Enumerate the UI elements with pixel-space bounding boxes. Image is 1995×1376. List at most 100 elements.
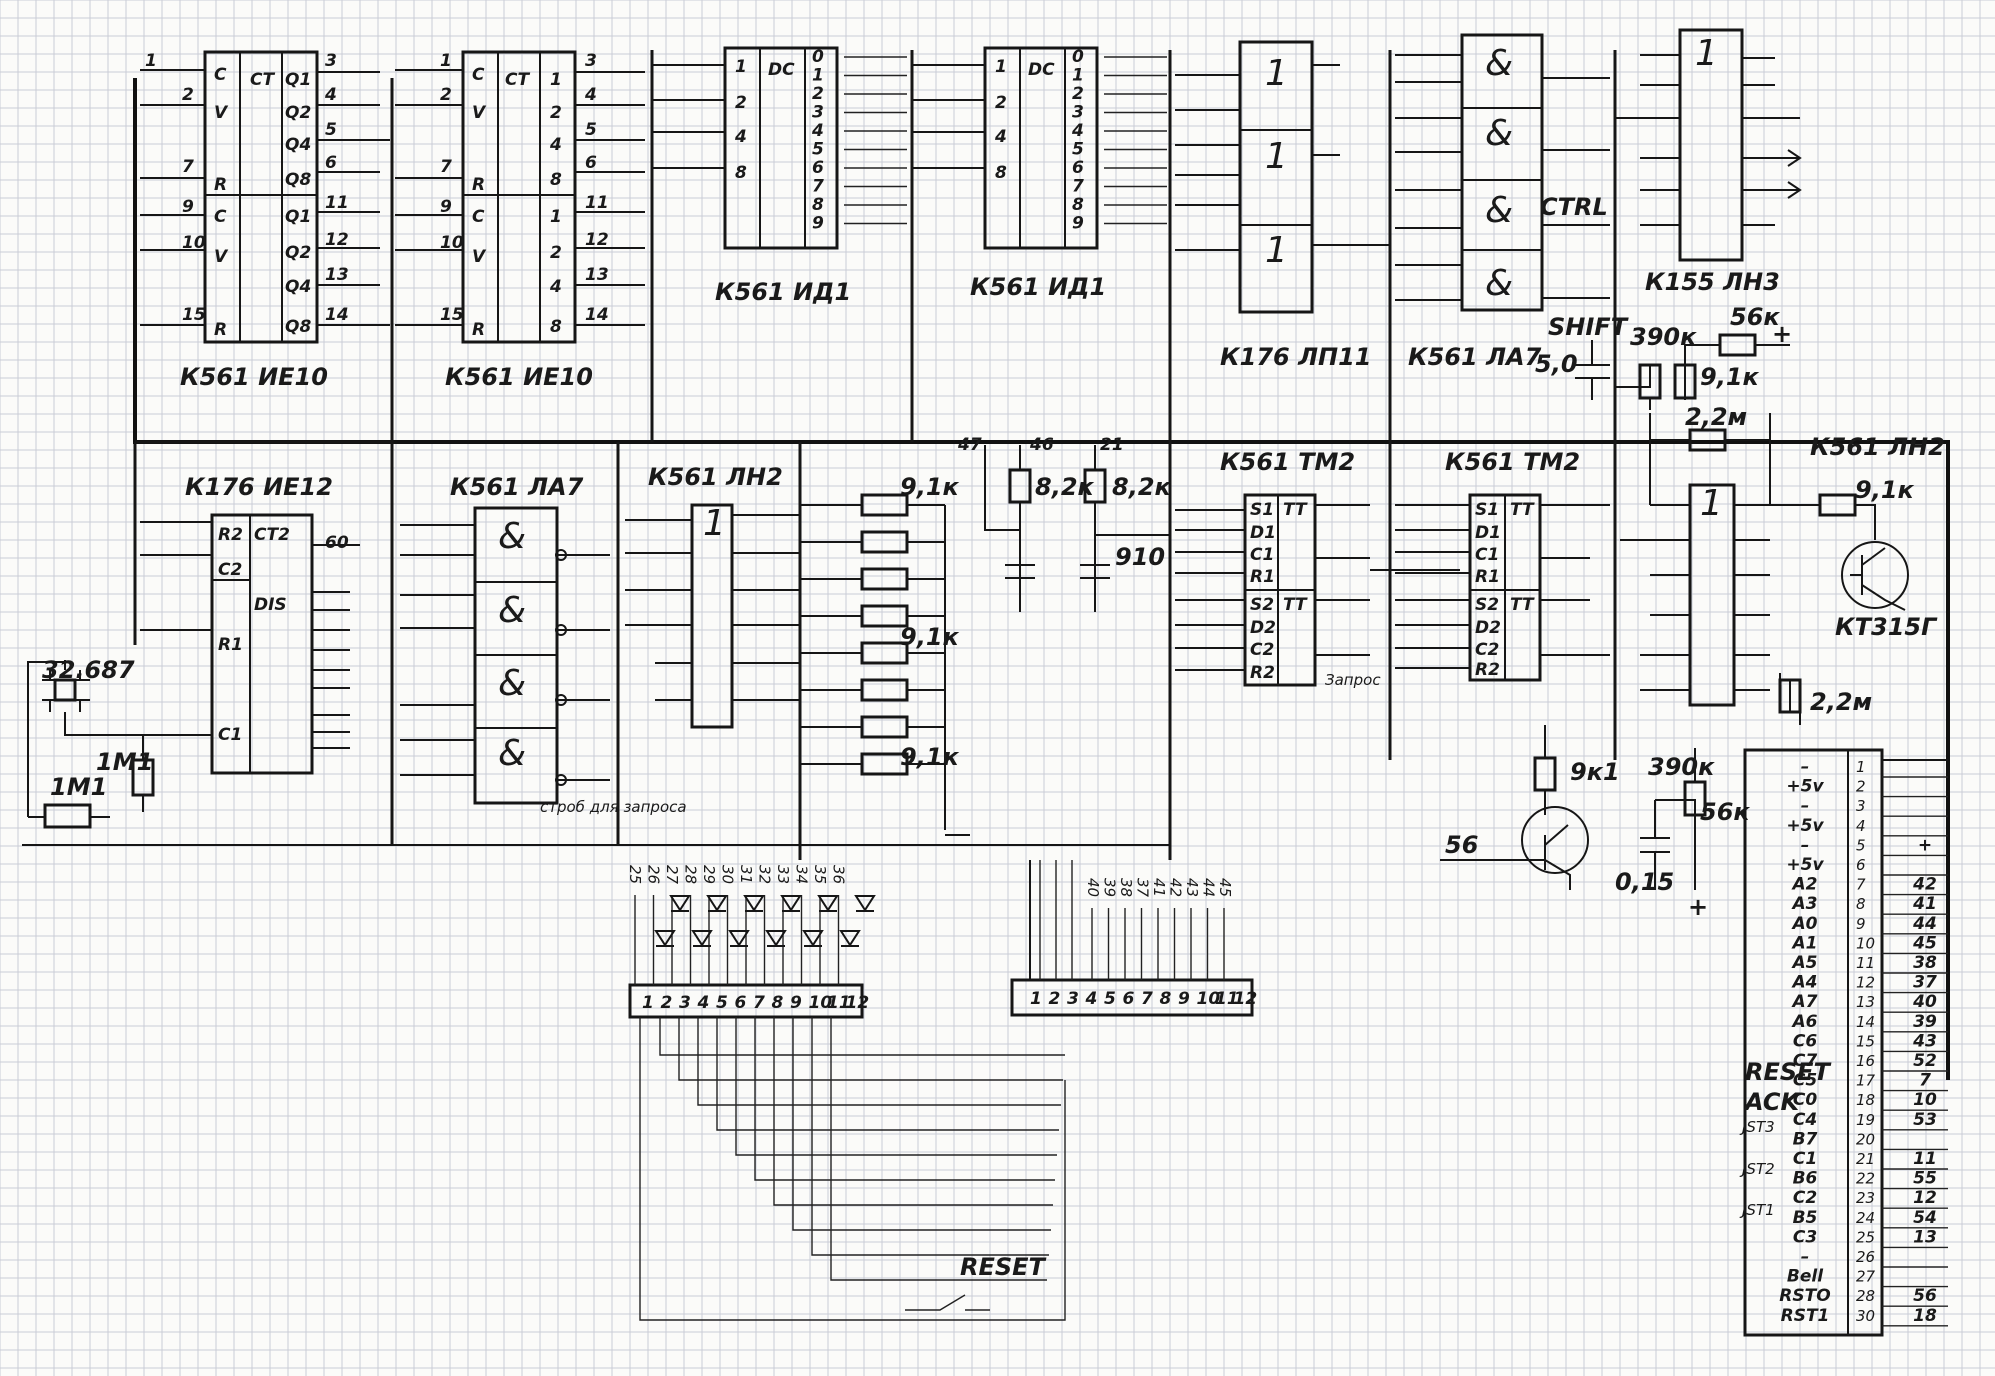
header-signal: C7 bbox=[1793, 1051, 1817, 1071]
r-56k: 56к bbox=[1730, 303, 1780, 331]
header-pin-number: 20 bbox=[1856, 1130, 1875, 1148]
led-diode bbox=[854, 895, 876, 912]
ie10-2-in-r2: R bbox=[472, 320, 485, 340]
ie10-2-pin-r7: 14 bbox=[585, 305, 609, 325]
id1-1-name: К561 ИД1 bbox=[715, 278, 851, 306]
chip-lp11: 1 1 1 К176 ЛП11 bbox=[1175, 40, 1390, 371]
ladder-r-1: 9,1к bbox=[900, 473, 960, 501]
header-net: 39 bbox=[1913, 1012, 1937, 1032]
reset-switch[interactable]: RESET bbox=[905, 1253, 1047, 1311]
decoder-output: 4 bbox=[811, 121, 824, 141]
ladder-r-2: 9,1к bbox=[900, 623, 960, 651]
header-signal: – bbox=[1801, 1247, 1810, 1267]
key-connector-pin: 4 bbox=[1085, 989, 1098, 1009]
decoder-output: 5 bbox=[1072, 140, 1084, 160]
led-net-label: 33 bbox=[774, 865, 792, 884]
id1-1-in-2: 4 bbox=[734, 127, 747, 147]
decoder-output: 0 bbox=[1072, 47, 1084, 67]
tm2-1-d1: D1 bbox=[1250, 523, 1276, 543]
decoder-output: 4 bbox=[1071, 121, 1084, 141]
decoder-output: 1 bbox=[1072, 66, 1084, 86]
header-net: 55 bbox=[1913, 1169, 1937, 1189]
net-46: 46 bbox=[1029, 435, 1054, 455]
header-signal: A3 bbox=[1791, 894, 1818, 914]
header-pin-number: 15 bbox=[1856, 1032, 1875, 1050]
key-net-label: 40 bbox=[1084, 878, 1102, 897]
header-signal: +5v bbox=[1786, 777, 1824, 797]
ie10-2-out-3: 8 bbox=[550, 170, 562, 190]
header-signal: +5v bbox=[1786, 855, 1824, 875]
ie10-2-out-6: 4 bbox=[549, 277, 562, 297]
key-connector-pin: 6 bbox=[1123, 989, 1135, 1009]
ie10-2-out-0: 1 bbox=[550, 70, 562, 90]
led-diode bbox=[839, 930, 861, 947]
decoder-output: 0 bbox=[812, 47, 824, 67]
cap-015: 0,15 bbox=[1615, 868, 1674, 896]
header-pin-number: 4 bbox=[1856, 817, 1866, 835]
key-connector-pin: 9 bbox=[1178, 989, 1190, 1009]
ie10-2-pin-l0: 1 bbox=[440, 51, 452, 71]
oscillator-circuit: 32.687 1М1 1М1 bbox=[27, 656, 212, 829]
ie10-2-in-c2: C bbox=[472, 207, 485, 227]
ie10-2-out-4: 1 bbox=[550, 207, 562, 227]
reset-label: RESET bbox=[960, 1253, 1047, 1281]
led-diode bbox=[728, 930, 750, 947]
led-diode bbox=[706, 895, 728, 912]
header-pin-number: 11 bbox=[1856, 954, 1875, 972]
tm2-2-c2: C2 bbox=[1475, 640, 1499, 660]
header-net: 45 bbox=[1912, 933, 1937, 953]
ln2-right-gate: 1 bbox=[1700, 483, 1723, 524]
header-pin-number: 1 bbox=[1856, 758, 1866, 776]
led-net-label: 25 bbox=[626, 865, 644, 884]
header-side-jst2: JST2 bbox=[1739, 1160, 1775, 1178]
key-connector-pin: 7 bbox=[1141, 989, 1153, 1009]
key-net-label: 41 bbox=[1150, 878, 1168, 897]
ie10-1-name: К561 ИЕ10 bbox=[180, 363, 328, 391]
ie10-2-pin-l1: 2 bbox=[440, 85, 452, 105]
header-side-jst3: JST3 bbox=[1739, 1118, 1775, 1136]
lp11-gate-3: 1 bbox=[1265, 230, 1288, 271]
ie10-2-in-v2: V bbox=[472, 247, 487, 267]
led-wire bbox=[735, 1017, 1057, 1156]
decoder-output: 3 bbox=[812, 103, 824, 123]
ie10-2-pin-r4: 11 bbox=[585, 193, 609, 213]
led-connector-pin: 11 bbox=[827, 993, 851, 1013]
tm2-2-r1: R1 bbox=[1475, 567, 1500, 587]
tm2-1-r1: R1 bbox=[1250, 567, 1275, 587]
led-connector-pin: 4 bbox=[697, 993, 710, 1013]
ie12-out-60: 60 bbox=[325, 533, 349, 553]
led-connector-pin: 7 bbox=[753, 993, 765, 1013]
ie10-1-in-r2: R bbox=[214, 320, 227, 340]
decoder-output: 9 bbox=[812, 214, 824, 234]
key-connector-pin: 8 bbox=[1160, 989, 1172, 1009]
header-net: 10 bbox=[1913, 1090, 1937, 1110]
chip-la7-top: & & & & CTRL SHIFT К561 ЛА7 bbox=[1395, 33, 1629, 371]
ie12-name: К176 ИЕ12 bbox=[185, 473, 333, 501]
header-signal: C3 bbox=[1793, 1227, 1817, 1247]
header-signal: C5 bbox=[1793, 1071, 1817, 1091]
ln3-name: К155 ЛН3 bbox=[1645, 268, 1780, 296]
ie10-2-pin-r1: 4 bbox=[584, 85, 597, 105]
crystal-label: 32.687 bbox=[42, 656, 135, 684]
led-net-label: 30 bbox=[719, 865, 737, 884]
r-9k1-t2: 9к1 bbox=[1570, 758, 1620, 786]
header-signal: +5v bbox=[1786, 816, 1824, 836]
header-pin-number: 13 bbox=[1856, 993, 1875, 1011]
header-pin-number: 12 bbox=[1856, 974, 1875, 992]
header-signal: B6 bbox=[1793, 1169, 1818, 1189]
led-wire bbox=[716, 1017, 1059, 1131]
tm2-2-s2: S2 bbox=[1475, 595, 1499, 615]
ie10-1-out-2: Q4 bbox=[285, 135, 311, 155]
key-net-label: 42 bbox=[1167, 878, 1185, 897]
ie10-2-out-7: 8 bbox=[550, 317, 562, 337]
tm2-2-tag-2: TT bbox=[1510, 595, 1535, 615]
id1-1-in-3: 8 bbox=[735, 163, 747, 183]
header-pin-number: 19 bbox=[1856, 1111, 1875, 1129]
la7-top-gate-2: & bbox=[1485, 113, 1513, 154]
header-net: 52 bbox=[1913, 1051, 1937, 1071]
led-wires bbox=[659, 1017, 1065, 1281]
